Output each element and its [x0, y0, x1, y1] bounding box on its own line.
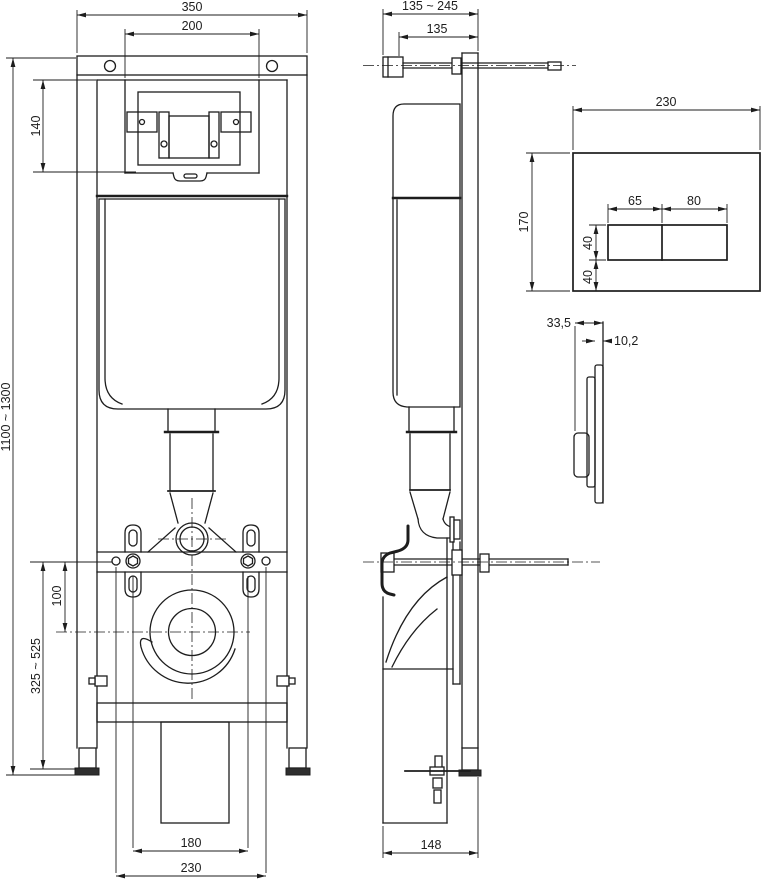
support-brace-left — [147, 527, 176, 553]
anchor-hole-left — [111, 556, 121, 566]
support-brace-right — [208, 527, 237, 553]
foot-plate-side — [458, 769, 482, 777]
service-box — [137, 91, 241, 166]
bracket-strap-right — [208, 111, 220, 159]
dim-depth-adjustable-label: 135 ~ 245 — [402, 0, 458, 13]
frame-foot-right — [288, 747, 307, 769]
dim-base-depth: 148 — [382, 777, 479, 858]
centerlines-front — [56, 498, 250, 702]
foot-plate-right — [285, 767, 311, 776]
hanger-strap-lower-right — [242, 571, 260, 598]
dim-anchor-spacing-label: 230 — [181, 861, 202, 875]
dim-button-small-label: 65 — [628, 194, 642, 208]
plate-panel — [594, 364, 604, 504]
dim-button-large-label: 80 — [687, 194, 701, 208]
anchor-hole-right — [261, 556, 271, 566]
hanger-strap-upper-left — [124, 524, 142, 553]
bracket-flange-right — [220, 111, 252, 133]
wall-anchor-top — [363, 56, 576, 78]
rod-guide-block — [479, 553, 490, 573]
adjuster-bolt-right — [276, 675, 296, 687]
dim-outlet-height-label: 325 ~ 525 — [29, 638, 43, 694]
dim-button-height: 40 — [581, 224, 606, 261]
wall-hook-bracket — [380, 524, 410, 597]
cistern-tank — [95, 194, 289, 410]
dim-plate-height-label: 170 — [517, 212, 531, 233]
dim-plate-height: 170 — [517, 152, 570, 292]
dim-depth: 135 — [398, 22, 478, 56]
frame-rail-side — [458, 52, 482, 777]
dim-depth-label: 135 — [427, 22, 448, 36]
dim-plate-width: 230 — [572, 95, 761, 150]
wall-bracket-block — [382, 56, 404, 78]
adjuster-bolt-left — [88, 675, 108, 687]
dim-profile-depth: 33,5 — [547, 316, 603, 330]
waste-elbow — [139, 589, 236, 824]
tank-top-tab — [172, 172, 208, 182]
dim-install-height-label: 1100 ~ 1300 — [0, 382, 13, 451]
frame-top-bar — [76, 55, 308, 76]
dim-anchor-spacing: 230 — [115, 567, 267, 879]
hanger-strap-upper-right — [242, 524, 260, 553]
dim-frame-width-label: 350 — [182, 0, 203, 14]
frame-foot-left — [78, 747, 97, 769]
dim-depth-adjustable: 135 ~ 245 — [382, 0, 479, 55]
dim-button-small: 65 — [607, 194, 663, 223]
dim-button-large: 80 — [662, 194, 728, 223]
dim-button-height-label: 40 — [581, 236, 595, 250]
dim-bolt-spacing: 180 — [132, 576, 249, 854]
dim-button-offset: 40 — [581, 260, 599, 291]
flush-plate-profile — [573, 321, 604, 504]
filler-valve-housing — [168, 115, 210, 159]
bracket-flange-left — [126, 111, 158, 133]
waste-outlet-duct — [160, 721, 230, 824]
dim-outlet-height: 325 ~ 525 — [29, 562, 76, 770]
plate-frame-layer — [586, 376, 596, 488]
dim-service-opening-height-label: 140 — [29, 116, 43, 137]
dim-install-height: 1100 ~ 1300 — [0, 57, 99, 776]
dim-frame-width: 350 — [76, 0, 308, 53]
foot-plate-left — [74, 767, 100, 776]
frame-foot-side — [461, 747, 479, 771]
floor-anchor-bolt — [404, 755, 471, 804]
dim-plate-width-label: 230 — [656, 95, 677, 109]
dim-button-offset-label: 40 — [581, 270, 595, 284]
dim-hanger-spacing: 200 — [124, 19, 260, 78]
service-opening — [124, 79, 260, 182]
mounting-hole-right — [265, 59, 279, 73]
mounting-rod-side — [363, 549, 600, 576]
dim-hanger-spacing-label: 200 — [182, 19, 203, 33]
waste-bend-profile — [382, 537, 454, 824]
front-view — [56, 55, 311, 824]
frame-bottom-bar — [96, 702, 288, 723]
frame-structure — [74, 55, 311, 776]
mounting-hole-left — [103, 59, 117, 73]
rod-washer — [451, 549, 463, 576]
dim-bowl-bolt-offset-label: 100 — [50, 586, 64, 607]
dim-profile-depth-label: 33,5 — [547, 316, 571, 330]
cistern-profile — [391, 103, 462, 408]
waste-elbow-spiral — [139, 637, 236, 684]
plate-mechanism-housing — [573, 432, 590, 478]
side-view — [363, 52, 600, 824]
dim-profile-thickness-label: 10,2 — [614, 334, 638, 348]
flush-pipe-assembly — [147, 408, 237, 556]
dim-service-opening-height: 140 — [29, 79, 136, 173]
flush-buttons — [607, 224, 728, 261]
dim-base-depth-label: 148 — [421, 838, 442, 852]
bracket-strap-left — [158, 111, 170, 159]
flush-plate-front — [572, 152, 761, 292]
dim-bolt-spacing-label: 180 — [181, 836, 202, 850]
flush-plate — [572, 152, 761, 292]
flush-bend-profile — [405, 406, 461, 685]
dim-profile-thickness: 10,2 — [582, 334, 638, 348]
